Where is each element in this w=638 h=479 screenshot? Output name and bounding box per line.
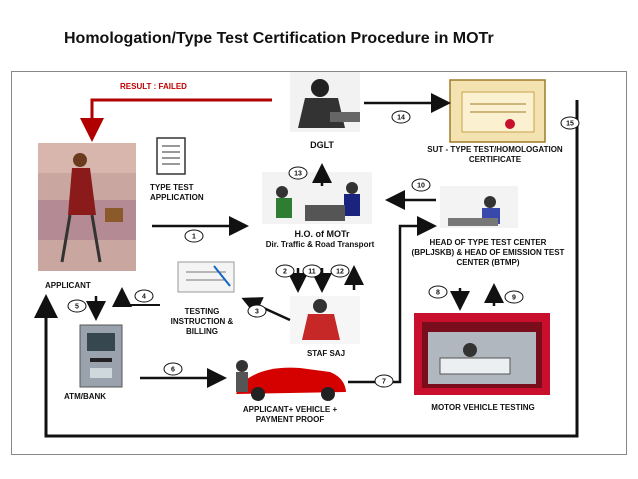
certificate-label: SUT - TYPE TEST/HOMOLOGATION CERTIFICATE (427, 145, 563, 164)
failed-arrow (80, 98, 272, 142)
step-number: 1 (192, 234, 196, 241)
billing-illustration (177, 261, 235, 293)
head-center-label: HEAD OF TYPE TEST CENTER (BPLJSKB) & HEA… (411, 238, 565, 267)
staf-saj-illustration (290, 296, 360, 344)
step-number: 4 (142, 294, 146, 301)
step-badge (163, 362, 183, 376)
step-number: 7 (382, 379, 386, 386)
step-number: 11 (308, 269, 316, 276)
step-number: 6 (171, 367, 175, 374)
step-badge (288, 166, 308, 180)
step-15-arrow (34, 100, 579, 438)
step-badge (134, 289, 154, 303)
motor-vehicle-testing-label: MOTOR VEHICLE TESTING (431, 403, 535, 412)
dglt-illustration (290, 72, 360, 132)
step-number: 8 (436, 290, 440, 297)
staf-saj-label: STAF SAJ (306, 349, 346, 358)
step-number: 15 (566, 121, 574, 128)
atm-illustration (79, 324, 123, 388)
applicant-illustration (38, 143, 136, 271)
step-3-arrow (241, 297, 291, 322)
testing-instruction-label: TESTING INSTRUCTION & BILLING (170, 307, 234, 336)
step-badge (391, 110, 411, 124)
head-center-illustration (440, 186, 518, 228)
applicant-label: APPLICANT (45, 281, 91, 290)
step-badge (67, 299, 87, 313)
document-icon (156, 137, 186, 175)
step-badge (374, 374, 394, 388)
step-badge (302, 264, 322, 278)
step-number: 9 (512, 295, 516, 302)
step-number: 10 (417, 183, 425, 190)
certificate-illustration (449, 79, 546, 143)
applicant-vehicle-label: APPLICANT+ VEHICLE + PAYMENT PROOF (242, 405, 338, 424)
step-badge (275, 264, 295, 278)
step-number: 12 (336, 269, 344, 276)
ho-motr-label: H.O. of MOTr (294, 229, 350, 239)
office-illustration (262, 172, 372, 224)
step-number: 2 (283, 269, 287, 276)
result-failed-label: RESULT : FAILED (120, 82, 187, 91)
step-badge (428, 285, 448, 299)
vehicle-illustration (236, 360, 346, 401)
step-badge (411, 178, 431, 192)
step-badge (504, 290, 524, 304)
step-number: 14 (397, 115, 405, 122)
step-number: 13 (294, 171, 302, 178)
step-badge (247, 304, 267, 318)
step-badge (184, 229, 204, 243)
step-7-arrow (348, 216, 437, 384)
dglt-label: DGLT (310, 140, 334, 150)
atm-bank-label: ATM/BANK (64, 392, 107, 401)
garage-illustration (414, 313, 550, 395)
ho-motr-sublabel: Dir. Traffic & Road Transport (265, 240, 375, 249)
page-title: Homologation/Type Test Certification Pro… (64, 30, 494, 47)
type-test-application-label: TYPE TEST APPLICATION (150, 183, 204, 202)
step-number: 5 (75, 304, 79, 311)
step-badge (330, 264, 350, 278)
step-number: 3 (255, 309, 259, 316)
step-badge (560, 116, 580, 130)
